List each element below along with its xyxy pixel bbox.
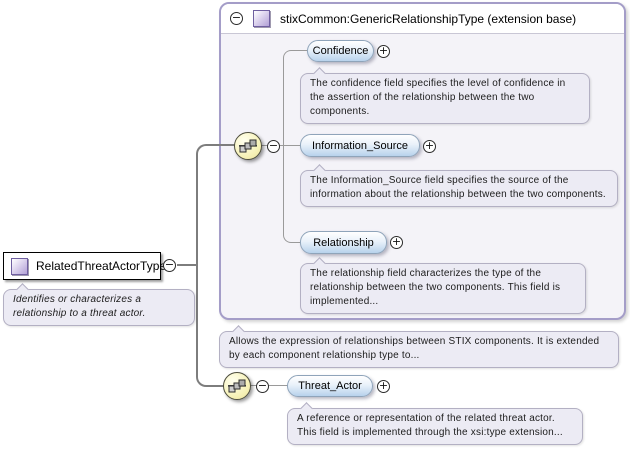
element-pill-threat-actor[interactable]: Threat_Actor: [287, 375, 373, 397]
collapse-icon[interactable]: −: [163, 258, 176, 272]
connector-line: [283, 145, 300, 243]
annotation-confidence: The confidence field specifies the level…: [300, 73, 590, 124]
collapse-icon[interactable]: −: [230, 11, 243, 25]
element-pill-relationship[interactable]: Relationship: [300, 231, 387, 254]
annotation-extension-base: Allows the expression of relationships b…: [219, 331, 619, 368]
sequence-compositor-icon[interactable]: [223, 372, 251, 400]
complex-type-icon: [11, 257, 28, 275]
connector-line: [283, 145, 300, 146]
sequence-glyph: [228, 379, 246, 393]
element-pill-information-source[interactable]: Information_Source: [300, 134, 420, 157]
connector-line: [283, 50, 307, 146]
annotation-information-source: The Information_Source field specifies t…: [300, 170, 618, 207]
expand-icon[interactable]: +: [390, 235, 403, 249]
sequence-glyph: [239, 139, 257, 153]
expand-icon[interactable]: +: [423, 139, 436, 153]
annotation-threat-actor: A reference or representation of the rel…: [287, 408, 583, 445]
annotation-root-type: Identifies or characterizes a relationsh…: [3, 289, 195, 326]
element-pill-confidence[interactable]: Confidence: [307, 40, 374, 62]
extension-base-title: stixCommon:GenericRelationshipType (exte…: [280, 11, 577, 26]
collapse-icon[interactable]: −: [256, 379, 269, 393]
sequence-compositor-icon[interactable]: [234, 132, 262, 160]
collapse-icon[interactable]: −: [267, 139, 280, 153]
connector-line: [177, 264, 197, 266]
connector-line: [250, 385, 288, 386]
expand-icon[interactable]: +: [377, 44, 390, 58]
extension-base-header: − stixCommon:GenericRelationshipType (ex…: [221, 4, 624, 34]
connector-line: [196, 264, 225, 387]
root-type-label: RelatedThreatActorType: [36, 259, 167, 273]
annotation-relationship: The relationship field characterizes the…: [300, 263, 586, 314]
expand-icon[interactable]: +: [377, 379, 390, 393]
root-type-box[interactable]: RelatedThreatActorType: [3, 252, 166, 280]
complex-type-icon: [253, 10, 270, 27]
connector-line: [196, 144, 235, 266]
